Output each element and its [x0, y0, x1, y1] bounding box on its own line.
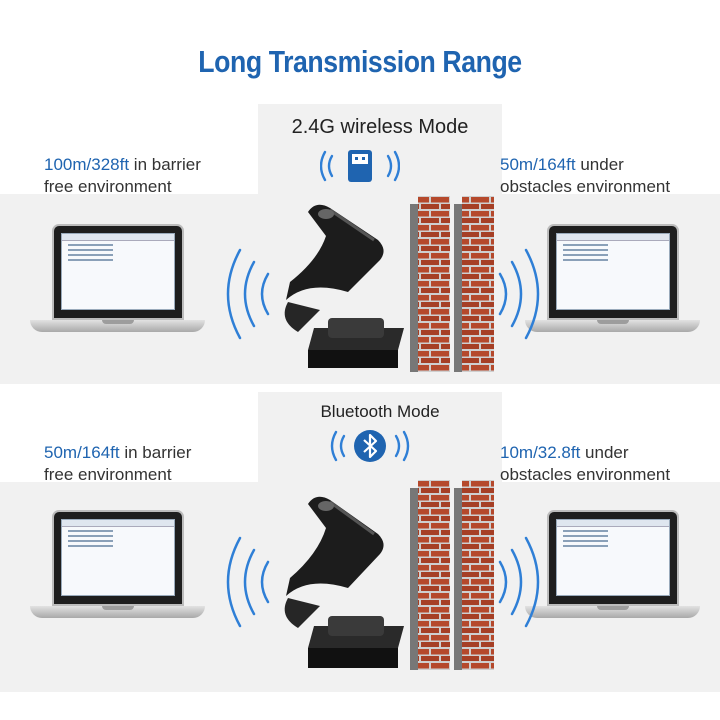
barcode-scanner: [284, 204, 404, 368]
barcode-scanner: [284, 496, 404, 668]
range-value: 100m/328ft: [44, 155, 130, 174]
wireless-mode-section: 2.4G wireless Mode 100m/328ft in barrier…: [0, 104, 720, 384]
bluetooth-right-range: 10m/32.8ft under obstacles environment: [500, 443, 671, 484]
laptop-left: [30, 224, 205, 344]
laptop-right: [525, 224, 700, 344]
brick-wall: [410, 196, 494, 372]
bluetooth-left-range: 50m/164ft in barrier free environment: [44, 443, 192, 484]
signal-waves-left-icon: [226, 536, 270, 628]
bluetooth-mode-section: Bluetooth Mode 50m/164ft in barrier free…: [0, 392, 720, 692]
signal-waves-right-icon: [498, 536, 540, 628]
signal-waves-right-icon: [498, 248, 540, 340]
wireless-right-range: 50m/164ft under obstacles environment: [500, 155, 671, 196]
wireless-mode-label: 2.4G wireless Mode: [291, 116, 469, 138]
bluetooth-icon: [330, 430, 410, 462]
page-title: Long Transmission Range: [198, 44, 522, 79]
usb-dongle-icon: [320, 150, 400, 182]
range-value: 50m/164ft: [500, 155, 576, 174]
laptop-left: [30, 510, 205, 630]
laptop-right: [525, 510, 700, 630]
brick-wall: [410, 480, 494, 670]
range-value: 50m/164ft: [44, 443, 120, 462]
wireless-left-range: 100m/328ft in barrier free environment: [44, 155, 201, 196]
bluetooth-mode-label: Bluetooth Mode: [320, 402, 440, 421]
range-value: 10m/32.8ft: [500, 443, 581, 462]
signal-waves-left-icon: [226, 248, 270, 340]
